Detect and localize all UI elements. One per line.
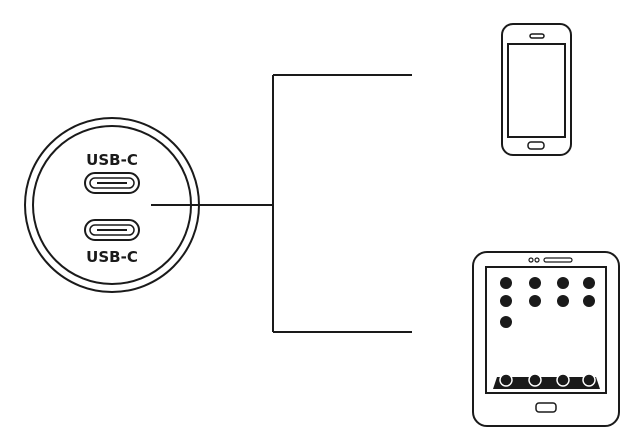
tablet-sensor	[534, 257, 540, 263]
bottom-port-label: USB-C	[86, 248, 138, 266]
app-icon	[529, 277, 541, 289]
tablet-screen	[485, 266, 607, 394]
dock-icon	[582, 373, 596, 387]
app-icon	[583, 295, 595, 307]
phone-speaker	[529, 33, 545, 39]
dock-icon	[499, 373, 513, 387]
phone-screen	[507, 43, 566, 138]
tablet-camera	[528, 257, 534, 263]
tablet-dock	[493, 373, 600, 389]
tablet-body	[472, 251, 620, 427]
tablet-home-button	[535, 402, 557, 413]
top-port-label: USB-C	[86, 151, 138, 169]
dock-bar	[493, 377, 600, 389]
top-usb-c-port	[84, 172, 140, 194]
phone-home-button	[527, 141, 545, 150]
app-icon	[529, 295, 541, 307]
app-icon	[500, 316, 512, 328]
tablet-icon	[472, 251, 620, 427]
tablet-speaker	[543, 257, 573, 263]
app-icon	[500, 295, 512, 307]
bottom-usb-c-port	[84, 219, 140, 241]
usb-c-hub: USB-C USB-C	[24, 117, 200, 293]
smartphone-icon	[501, 23, 572, 156]
tablet-app-icons	[500, 277, 595, 328]
app-icon	[557, 277, 569, 289]
phone-body	[501, 23, 572, 156]
app-icon	[583, 277, 595, 289]
dock-icon	[528, 373, 542, 387]
app-icon	[500, 277, 512, 289]
app-icon	[557, 295, 569, 307]
dock-icon	[556, 373, 570, 387]
connection-lines	[151, 74, 412, 333]
